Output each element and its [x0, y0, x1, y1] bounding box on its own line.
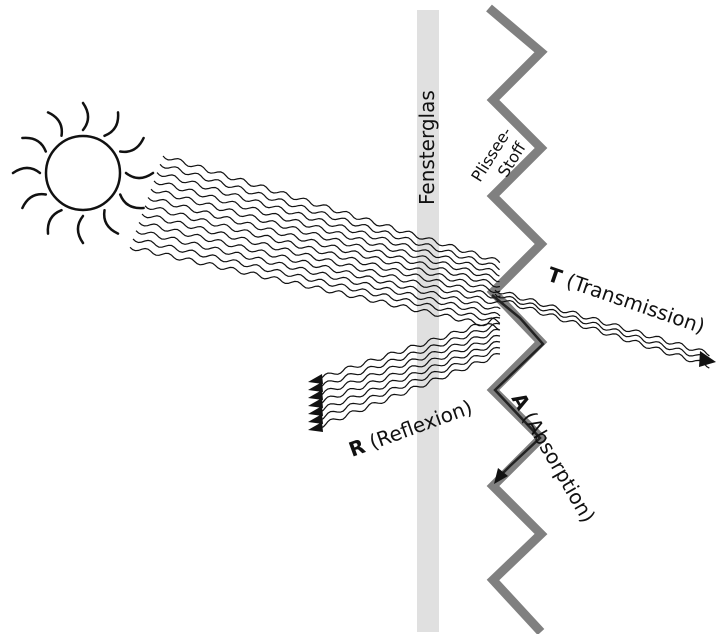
arrowhead-icon — [308, 374, 323, 384]
arrowhead-icon — [308, 422, 323, 432]
arrowhead-icon — [699, 351, 716, 367]
incoming-ray — [157, 173, 499, 277]
arrowhead-icon — [308, 406, 323, 416]
transmission-text: (Transmission) — [557, 266, 708, 338]
reflected-ray — [321, 348, 500, 421]
arrowhead-icon — [308, 414, 323, 424]
sun-ray — [48, 112, 62, 135]
sun-icon — [13, 103, 153, 243]
sun-ray — [83, 103, 88, 130]
sun-ray — [105, 112, 119, 135]
sun-ray — [120, 138, 143, 152]
incoming-ray — [130, 247, 500, 330]
reflection-label: R (Reflexion) — [346, 395, 476, 462]
sun-ray — [22, 194, 45, 208]
incoming-ray — [160, 164, 500, 269]
arrowhead-icon — [308, 390, 323, 400]
arrowhead-icon — [308, 382, 323, 392]
glass-label: Fensterglas — [415, 90, 439, 205]
sun-ray — [104, 210, 118, 233]
arrowhead-icon — [308, 398, 323, 408]
sun-ray — [48, 210, 62, 233]
incoming-light-rays — [130, 156, 501, 330]
sun-ray — [13, 168, 40, 173]
sun-ray — [126, 173, 153, 178]
transmission-label: T (Transmission) — [544, 262, 708, 338]
absorption-text: (Absorption) — [514, 402, 600, 527]
sun-ray — [120, 195, 143, 209]
reflected-ray — [321, 323, 500, 387]
sun-ray — [22, 138, 45, 152]
sun-ray — [78, 216, 83, 243]
reflected-ray — [321, 317, 501, 379]
incoming-ray — [163, 156, 500, 263]
